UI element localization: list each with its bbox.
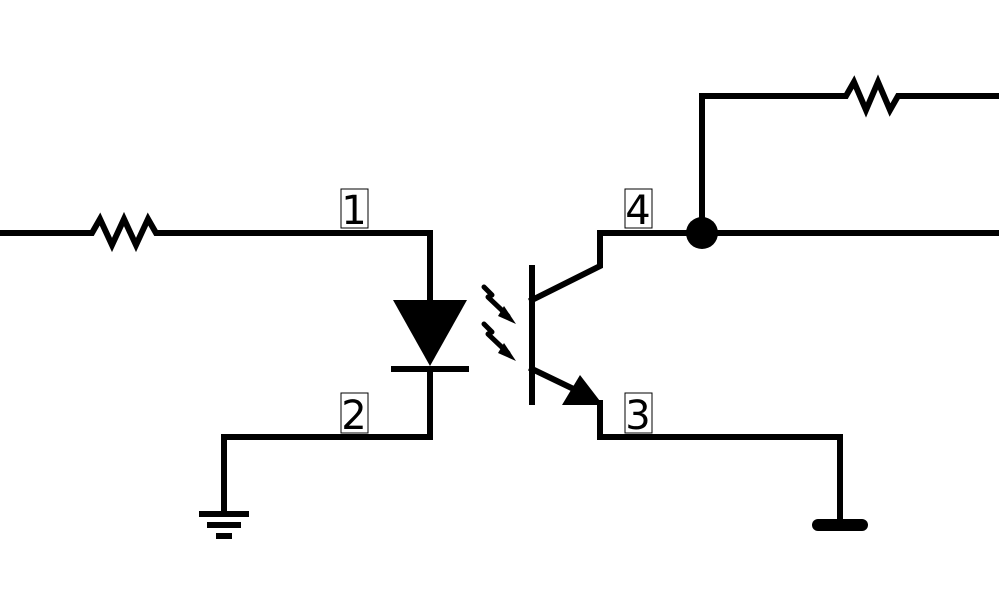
- emitter-wire: [597, 400, 843, 523]
- pin-4-label: 4: [625, 188, 650, 234]
- ground-icon: [199, 511, 249, 539]
- input-wire-left: [0, 211, 433, 303]
- pullup-wire: [699, 74, 999, 236]
- pin-2-label: 2: [341, 393, 366, 439]
- pin-4-label-group: 4: [624, 188, 653, 234]
- junction-dot: [686, 217, 718, 249]
- led-triangle: [393, 300, 467, 366]
- pin-1-label: 1: [341, 188, 366, 234]
- pin-3-label-group: 3: [624, 392, 653, 439]
- cathode-wire: [221, 366, 433, 515]
- pin-3-label: 3: [625, 393, 650, 439]
- collector-wire: [527, 230, 999, 305]
- pin-2-label-group: 2: [340, 392, 369, 439]
- emitter-arrow-icon: [562, 375, 603, 405]
- pin-1-label-group: 1: [340, 188, 369, 234]
- light-arrows-icon: [481, 284, 516, 361]
